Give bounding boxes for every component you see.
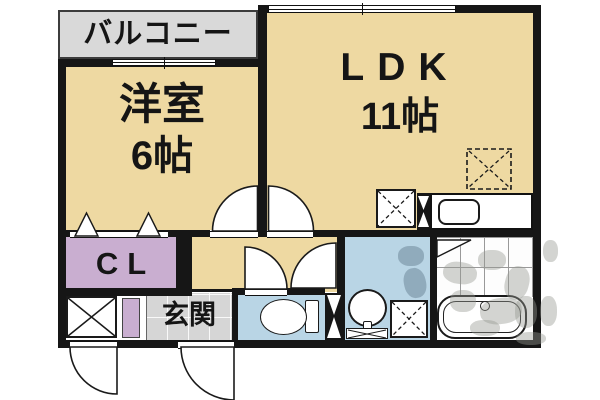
entrance-label: 玄関 (162, 300, 216, 330)
room-western-size: 6帖 (130, 134, 194, 178)
toilet-icon (260, 299, 307, 335)
shoe-cabinet (122, 298, 140, 338)
wall-left (58, 59, 66, 348)
bathtub-drain-icon (480, 301, 490, 311)
wall-bathroom-left (430, 230, 437, 348)
wall-washroom-left (337, 230, 345, 340)
toilet-tank-icon (305, 300, 319, 333)
bathroom-tile-grid (437, 237, 533, 297)
doorway-storage (70, 341, 117, 349)
closet-floor (66, 237, 176, 288)
hallway-floor (192, 237, 337, 292)
wall-right (533, 5, 541, 348)
window-center-tick (362, 3, 363, 15)
balcony-label: バルコニー (83, 18, 233, 50)
window-center-tick (164, 57, 165, 69)
storage-box (66, 296, 117, 338)
wall-closet-bottom (58, 288, 192, 296)
doorway-toilet (245, 289, 287, 296)
bathtub-icon (437, 295, 527, 339)
pipe-space-kitchen (417, 193, 430, 230)
closet-label: CL (95, 246, 156, 281)
wall-room-divider (258, 13, 267, 237)
entrance-step-line (192, 289, 237, 292)
pipe-space-toilet (325, 293, 343, 340)
washbasin-step (346, 328, 388, 339)
window-ldk-icon (268, 3, 456, 15)
room-ldk-label: LDK (340, 46, 460, 89)
room-western-label: 洋室 (119, 81, 205, 129)
washing-machine-space-box (376, 189, 416, 228)
doorway-ldk (267, 231, 313, 238)
entrance-floor (146, 293, 233, 340)
window-western-icon (112, 57, 216, 69)
laundry-space-box (390, 300, 428, 338)
wall-bottom (58, 340, 541, 348)
wall-hall-upper-right (313, 230, 533, 237)
doorway-western (210, 231, 258, 238)
watermark-blob (540, 296, 557, 326)
door-swing-storage-icon (69, 346, 118, 395)
wall-toilet-left (232, 288, 238, 340)
doorway-entrance (178, 341, 234, 349)
balcony: バルコニー (58, 10, 258, 59)
room-ldk-size: 11帖 (360, 96, 440, 138)
kitchen-sink-icon (438, 199, 480, 225)
doorway-closet (70, 231, 168, 238)
door-swing-entrance-icon (180, 346, 235, 400)
wall-closet-right (176, 230, 192, 296)
watermark-blob (543, 240, 558, 262)
